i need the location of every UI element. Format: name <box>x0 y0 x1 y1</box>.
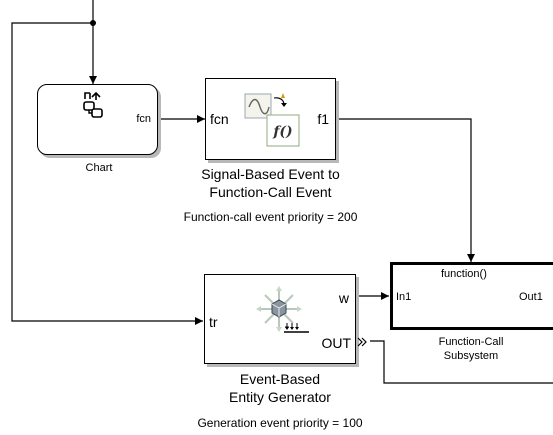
function-icon-text: f() <box>272 124 292 140</box>
chart-caption: Chart <box>85 162 113 174</box>
line-branch-to-generator[interactable] <box>11 22 203 325</box>
entity-generator-icon <box>256 286 309 333</box>
converter-caption: Signal-Based Event to Function-Call Even… <box>143 166 398 201</box>
subsystem-caption: Function-Call Subsystem <box>405 336 537 364</box>
converter-caption-line1: Signal-Based Event to <box>201 166 340 182</box>
subsystem-port-in-label: In1 <box>396 291 412 303</box>
generator-port-in-label: tr <box>209 314 218 330</box>
entity-generator-block[interactable]: tr w OUT <box>204 274 367 364</box>
generator-priority-note: Generation event priority = 100 <box>197 416 363 430</box>
entity-port-icon <box>357 337 367 347</box>
chart-port-out-label: fcn <box>136 113 151 125</box>
converter-port-in-label: fcn <box>210 111 229 127</box>
stateflow-chart-icon <box>83 91 103 118</box>
subsystem-caption-line1: Function-Call <box>438 336 504 348</box>
converter-caption-line2: Function-Call Event <box>209 183 332 200</box>
generator-caption-line1: Event-Based <box>239 371 321 387</box>
generator-caption: Event-Based Entity Generator <box>164 371 396 406</box>
chart-block[interactable]: fcn <box>37 84 158 155</box>
converter-port-out-label: f1 <box>317 111 329 127</box>
event-converter-block[interactable]: fcn f1 f() <box>205 78 336 160</box>
generator-port-w-label: w <box>338 290 349 306</box>
line-converter-to-subsystem[interactable] <box>336 118 475 262</box>
subsystem-trigger-label: function() <box>441 268 487 280</box>
generator-port-out-label: OUT <box>321 335 351 351</box>
generator-caption-line2: Entity Generator <box>229 388 331 405</box>
subsystem-caption-line2: Subsystem <box>443 349 499 362</box>
converter-priority-note: Function-call event priority = 200 <box>183 210 358 224</box>
line-entity-out[interactable] <box>370 340 553 384</box>
signal-to-function-icon: f() <box>244 93 300 147</box>
function-call-subsystem-block[interactable]: function() In1 Out1 <box>390 262 553 330</box>
subsystem-port-out-label: Out1 <box>519 291 543 303</box>
